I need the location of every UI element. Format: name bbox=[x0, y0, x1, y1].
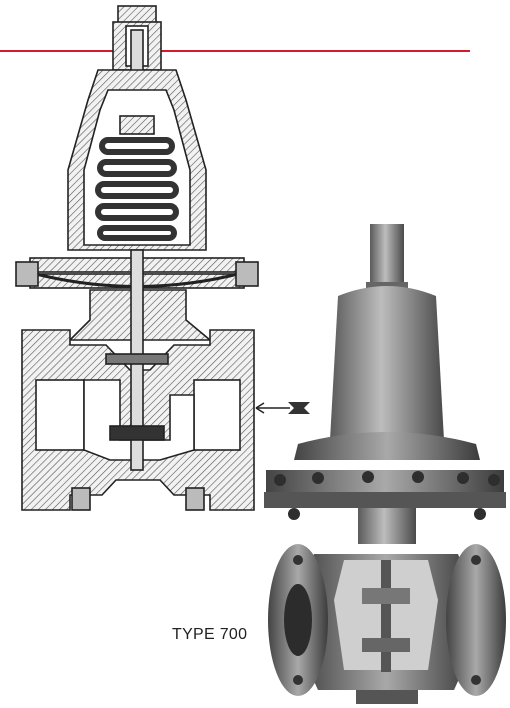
regulator-photo bbox=[264, 224, 506, 704]
product-type-caption: TYPE 700 bbox=[172, 626, 248, 643]
regulator-cutaway-drawing bbox=[15, 5, 259, 511]
arrow-left-icon bbox=[255, 402, 310, 414]
header-rule bbox=[0, 50, 470, 52]
